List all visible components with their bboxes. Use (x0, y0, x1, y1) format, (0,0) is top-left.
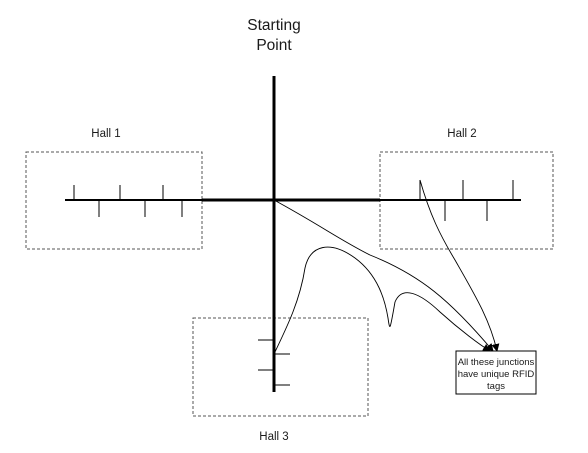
arrow-from-hall-2 (419, 179, 500, 352)
hall-2-label: Hall 2 (447, 128, 476, 140)
hall-3-box (192, 317, 369, 417)
hall-2-junctions (419, 180, 514, 221)
rfid-note-line3: tags (487, 381, 505, 392)
hall-3-label: Hall 3 (259, 431, 288, 443)
junction-arrows (273, 179, 500, 355)
arrow-from-hall-3 (273, 246, 491, 355)
hall-1-box (25, 151, 203, 250)
hall-1-junctions (73, 185, 183, 217)
starting-point-title-line1: Starting (247, 17, 300, 34)
hall-1-label: Hall 1 (91, 128, 120, 140)
rfid-note-line1: All these junctions (458, 357, 535, 368)
starting-point-title-line2: Point (256, 37, 292, 54)
hall-3-junctions (258, 339, 290, 386)
rfid-note-line2: have unique RFID (458, 369, 535, 380)
arrow-from-center (273, 199, 494, 352)
rfid-note-box (455, 350, 537, 395)
